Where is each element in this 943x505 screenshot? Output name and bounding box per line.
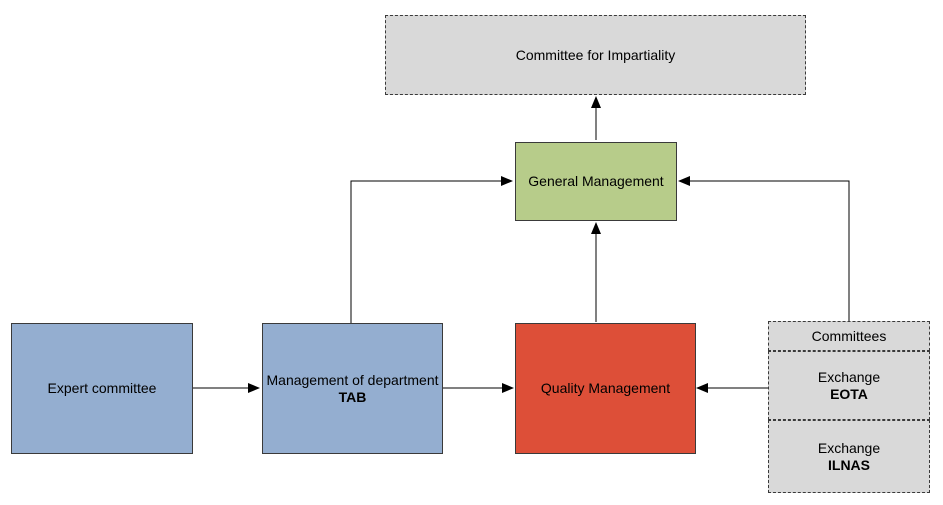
edge-committees-to-general	[678, 176, 850, 321]
expert-committee-label: Expert committee	[47, 380, 157, 396]
impartiality-label: Committee for Impartiality	[515, 46, 676, 63]
exchange-eota-label: Exchange	[817, 368, 881, 385]
exchange-ilnas-label: Exchange	[817, 439, 881, 456]
edge-department-to-general	[350, 176, 513, 323]
impartiality-node: Committee for Impartiality	[385, 15, 806, 95]
committees-header-label: Committees	[811, 327, 887, 344]
general-management-node: General Management	[515, 142, 677, 221]
quality-management-node: Quality Management	[515, 323, 696, 454]
exchange-ilnas-sublabel: ILNAS	[828, 456, 870, 473]
exchange-eota-sublabel: EOTA	[830, 385, 868, 402]
expert-committee-node: Expert committee	[11, 323, 193, 454]
committees-header: Committees	[768, 321, 930, 351]
exchange-eota-node: Exchange EOTA	[768, 351, 930, 420]
quality-management-label: Quality Management	[540, 380, 671, 396]
department-node: Management of department TAB	[262, 323, 443, 454]
exchange-ilnas-node: Exchange ILNAS	[768, 420, 930, 493]
department-sublabel: TAB	[338, 388, 367, 405]
department-label: Management of department	[266, 371, 439, 388]
general-management-label: General Management	[528, 173, 664, 189]
